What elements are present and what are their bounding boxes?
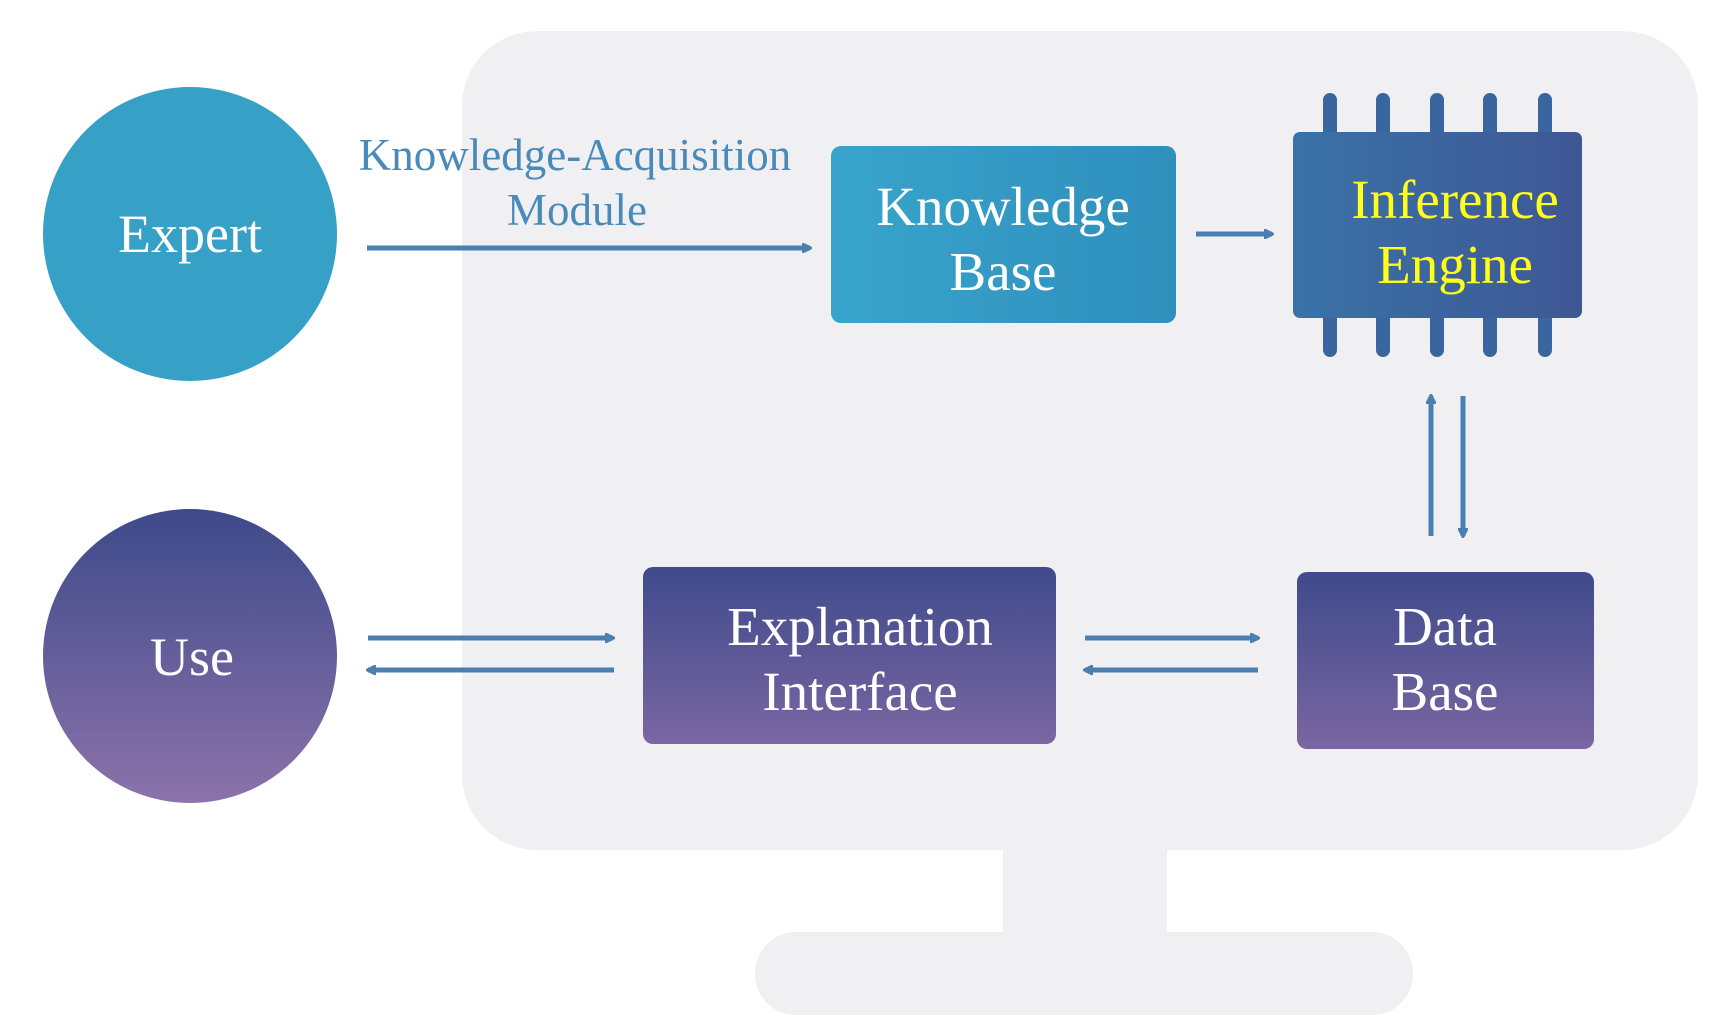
inference-engine-node: Inference Engine xyxy=(1293,93,1582,357)
monitor-neck xyxy=(1003,848,1167,938)
expert-node: Expert xyxy=(43,87,337,381)
explanation-interface-line2: Interface xyxy=(762,661,957,722)
inference-engine-line1: Inference xyxy=(1351,169,1559,230)
user-label: Use xyxy=(150,627,234,687)
user-node: Use xyxy=(43,509,337,803)
knowledge-base-line2: Base xyxy=(950,241,1057,302)
data-base-line1: Data xyxy=(1393,596,1497,657)
inference-engine-line2: Engine xyxy=(1377,234,1533,295)
expert-label: Expert xyxy=(118,204,262,264)
explanation-interface-line1: Explanation xyxy=(727,596,993,657)
explanation-interface-node: Explanation Interface xyxy=(643,567,1056,744)
knowledge-base-line1: Knowledge xyxy=(876,176,1130,237)
acquisition-label-line2: Module xyxy=(507,185,647,235)
data-base-node: Data Base xyxy=(1297,572,1594,749)
knowledge-base-node: Knowledge Base xyxy=(831,146,1176,323)
data-base-line2: Base xyxy=(1392,661,1499,722)
monitor-base xyxy=(755,932,1413,1015)
acquisition-label-line1: Knowledge-Acquisition xyxy=(359,130,791,180)
